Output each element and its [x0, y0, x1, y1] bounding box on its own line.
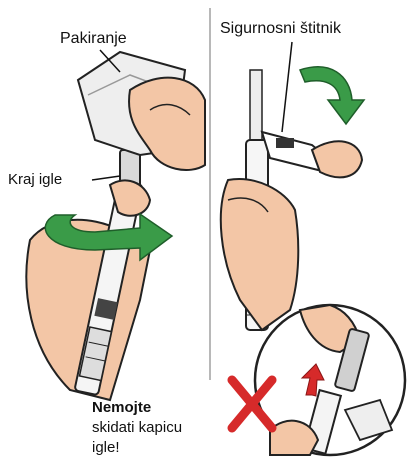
- warning-strong: Nemojte: [92, 398, 202, 418]
- warning-text: Nemojte skidati kapicu igle!: [92, 398, 202, 458]
- warning-rest: skidati kapicu igle!: [92, 418, 202, 458]
- lower-hand-right: [221, 179, 298, 330]
- label-packaging: Pakiranje: [60, 30, 127, 48]
- flip-arrow-icon: [300, 67, 364, 124]
- thumb-right: [312, 141, 362, 177]
- left-panel: [26, 50, 205, 400]
- label-needle-tip: Kraj igle: [8, 171, 62, 188]
- right-panel: [221, 42, 364, 330]
- inset-detail: [255, 305, 405, 455]
- label-safety-shield: Sigurnosni štitnik: [220, 20, 341, 38]
